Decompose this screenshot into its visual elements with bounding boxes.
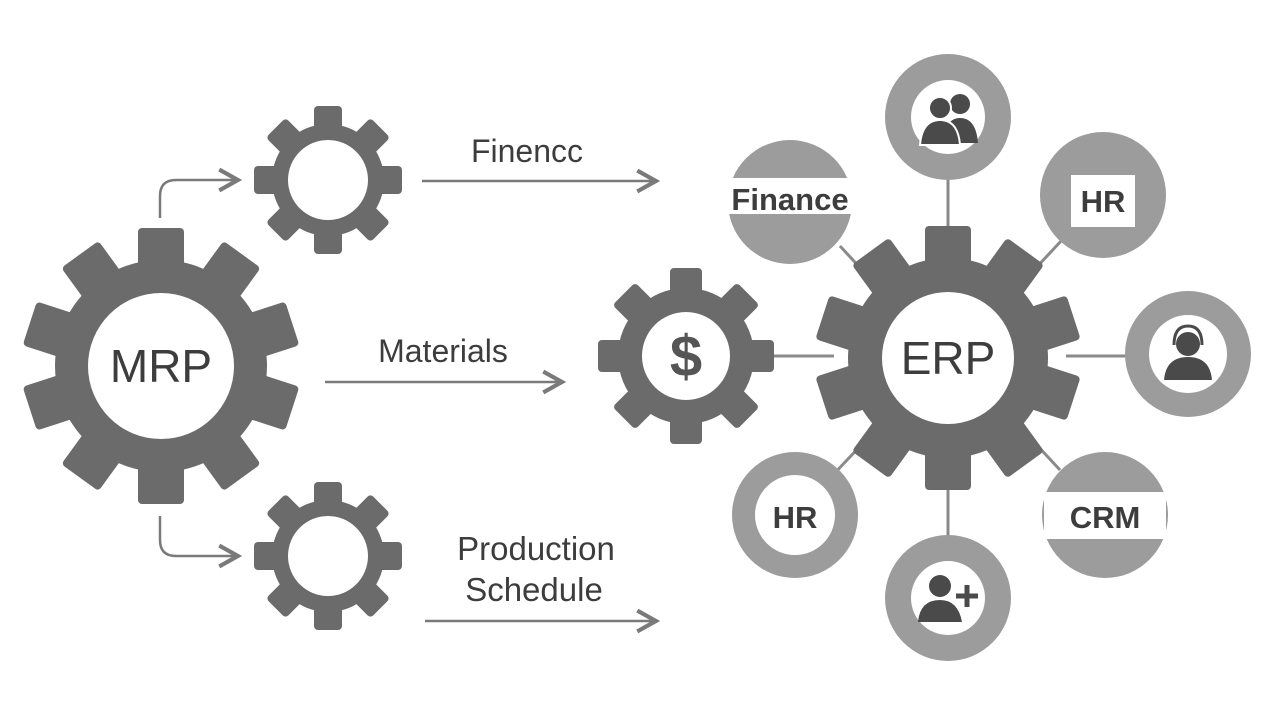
module-top-bubble [885,54,1011,180]
materials-flow-label: Materials [378,333,508,369]
dollar-icon: $ [670,324,702,389]
module-hr-top-bubble: HR [1040,132,1166,258]
user-headset-icon [1164,324,1212,380]
module-hr-top-label: HR [1081,184,1126,219]
module-right-bubble [1125,291,1251,417]
finance-flow-label: Finencc [471,133,583,169]
bottom-gear [254,482,402,630]
gear-tooth [925,226,971,266]
user-add-icon [918,575,978,622]
module-finance-label: Finance [731,182,848,217]
module-hr-bottom-label: HR [773,500,818,535]
mrp-label: MRP [110,340,212,392]
people-group-icon [918,94,978,146]
production-flow-label-line2: Schedule [465,571,603,608]
module-bottom-bubble [885,535,1011,661]
top-gear [254,106,402,254]
mrp-to-bottom-arrow [158,516,238,556]
module-crm-bubble: CRM [1042,452,1168,578]
production-flow-label-line1: Production [457,530,615,567]
module-crm-label: CRM [1070,500,1141,535]
gear-tooth [138,228,184,268]
erp-label: ERP [901,332,996,384]
module-hr-bottom-bubble: HR [732,452,858,578]
gear-tooth [925,450,971,490]
erp-gear: ERP [816,226,1080,490]
module-finance-bubble: Finance [720,140,860,264]
gear-tooth [138,464,184,504]
finance-gear: $ [598,268,774,444]
mrp-gear: MRP [23,228,299,504]
mrp-to-top-arrow [158,180,238,218]
